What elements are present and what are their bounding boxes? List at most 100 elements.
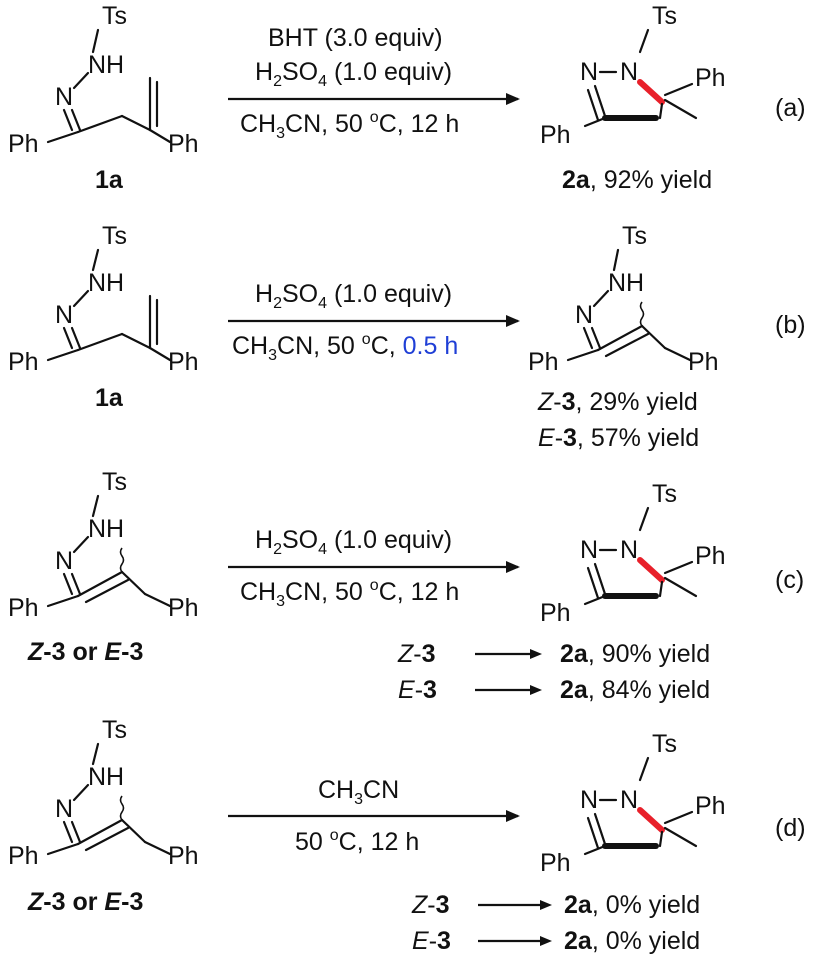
ph-label: Ph: [540, 121, 571, 149]
row-b: Ts NH N Ph Ph 1a H2SO4 (1.0 equiv) CH3CN…: [8, 222, 806, 452]
ring-n-label: N: [620, 536, 638, 564]
ts-label: Ts: [102, 2, 127, 30]
ts-label: Ts: [652, 730, 677, 758]
bond: [46, 348, 80, 362]
temperature-time: 50 oC, 12 h: [295, 827, 419, 856]
bond: [70, 326, 82, 350]
hydrazone-1a-structure: Ts NH N Ph Ph 1a: [8, 222, 199, 412]
row-c: Ts NH N Ph Ph Z-3 or E-3 H2SO4 (1.0 equi…: [8, 468, 804, 704]
ph-label: Ph: [8, 348, 39, 376]
arrowhead: [540, 936, 552, 946]
bond: [91, 742, 100, 766]
e3-label: E-3: [398, 676, 437, 704]
z3-yield: Z-3, 29% yield: [537, 388, 698, 416]
reagent-bht: BHT (3.0 equiv): [268, 24, 443, 52]
wavy-bond: [119, 795, 125, 821]
e3-label: E-3: [412, 927, 451, 955]
bond: [76, 818, 124, 846]
nh-label: NH: [88, 269, 124, 297]
bond: [120, 570, 147, 596]
row-d: Ts NH N Ph Ph Z-3 or E-3 CH3CN 50 oC, 12…: [8, 716, 806, 955]
reagent-h2so4: H2SO4 (1.0 equiv): [255, 526, 452, 558]
outcome-z3: Z-3 2a, 0% yield: [411, 891, 700, 919]
n-label: N: [55, 301, 73, 329]
bond: [658, 830, 664, 848]
nh-label: NH: [608, 269, 644, 297]
bond: [663, 98, 698, 120]
ph-label: Ph: [168, 348, 199, 376]
bond: [84, 578, 130, 604]
label-c: (c): [775, 566, 804, 594]
bond: [586, 816, 600, 850]
arrowhead: [506, 810, 520, 822]
product-yield: 2a, 0% yield: [564, 927, 700, 955]
ph-label: Ph: [695, 792, 726, 820]
ts-label: Ts: [102, 222, 127, 250]
bond: [604, 332, 650, 358]
nh-label: NH: [88, 515, 124, 543]
nh-label: NH: [88, 51, 124, 79]
ph-label: Ph: [168, 594, 199, 622]
solvent-ch3cn: CH3CN: [318, 776, 399, 808]
outcome-e3: E-3 2a, 0% yield: [412, 927, 700, 955]
bond: [46, 130, 80, 144]
wavy-bond: [639, 301, 645, 327]
bond: [120, 114, 152, 132]
compound-1a-label: 1a: [95, 166, 124, 194]
pyrazoline-2a-structure: Ts N N Ph Ph: [540, 2, 726, 149]
solvent-conditions: CH3CN, 50 oC, 0.5 h: [232, 331, 458, 364]
alkenyl-hydrazone-3-structure: Ts NH N Ph Ph: [8, 716, 199, 870]
bond: [663, 810, 694, 825]
bond: [663, 576, 698, 598]
bond: [590, 326, 602, 350]
bond: [593, 562, 607, 596]
bond: [70, 108, 82, 132]
bond: [640, 324, 667, 350]
bond: [638, 28, 650, 54]
bond: [596, 324, 644, 352]
bond: [76, 570, 124, 598]
arrowhead: [540, 900, 552, 910]
ring-n-label: N: [580, 786, 598, 814]
bond: [593, 84, 607, 118]
arrowhead: [530, 649, 542, 659]
arrowhead: [506, 315, 520, 327]
row-a: Ts NH N Ph Ph 1a BHT (3.0 equiv) H2SO4 (…: [8, 2, 806, 194]
product-yield: 2a, 84% yield: [560, 676, 710, 704]
label-b: (b): [775, 311, 806, 339]
solvent-conditions: CH3CN, 50 oC, 12 h: [240, 109, 459, 142]
new-cn-bond: [637, 557, 665, 583]
alkenyl-hydrazone-3-structure: Ts NH N Ph Ph: [8, 468, 199, 622]
bond: [143, 592, 172, 608]
bond: [46, 842, 80, 856]
ph-label: Ph: [688, 348, 719, 376]
bond: [143, 840, 172, 856]
substrate-label: Z-3 or E-3: [27, 888, 143, 916]
bond: [62, 326, 74, 350]
wavy-bond: [119, 547, 125, 573]
bond: [62, 820, 74, 844]
product-yield: 2a, 0% yield: [564, 891, 700, 919]
bond: [638, 756, 650, 782]
pyrazoline-2a-structure: Ts N N Ph Ph: [540, 730, 726, 877]
bond: [583, 594, 607, 606]
n-label: N: [575, 301, 593, 329]
ph-label: Ph: [540, 599, 571, 627]
ts-label: Ts: [622, 222, 647, 250]
ph-label: Ph: [540, 849, 571, 877]
nh-label: NH: [88, 763, 124, 791]
n-label: N: [55, 795, 73, 823]
bond: [638, 506, 650, 532]
bond: [46, 594, 80, 608]
reagent-h2so4: H2SO4 (1.0 equiv): [255, 58, 452, 90]
ph-label: Ph: [695, 542, 726, 570]
outcome-e3: E-3 2a, 84% yield: [398, 676, 710, 704]
bond: [72, 783, 90, 802]
bond: [582, 326, 594, 350]
bond: [76, 332, 124, 352]
reagent-h2so4: H2SO4 (1.0 equiv): [255, 280, 452, 312]
solvent-conditions: CH3CN, 50 oC, 12 h: [240, 577, 459, 610]
ts-label: Ts: [652, 480, 677, 508]
bond: [586, 566, 600, 600]
